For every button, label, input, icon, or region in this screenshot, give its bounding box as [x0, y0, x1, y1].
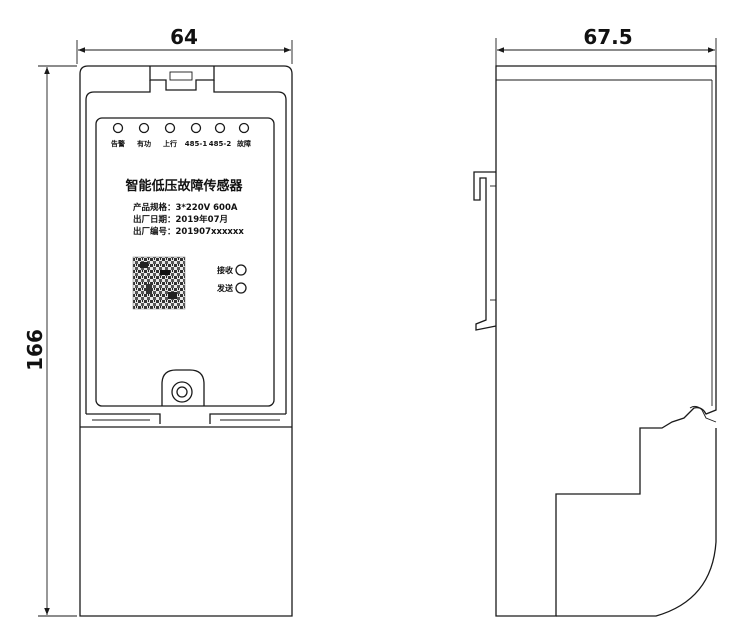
- indicator-led: [190, 122, 202, 134]
- side-profile-outline: [495, 65, 717, 617]
- indicator-led: [238, 122, 250, 134]
- front-view: 64 166: [23, 25, 293, 617]
- indicator-led: [164, 122, 176, 134]
- indicator-label: 有功: [137, 139, 151, 148]
- spec-line: 出厂编号：201907xxxxxx: [133, 226, 244, 237]
- qr-code: [132, 256, 186, 310]
- indicator-row: 告警 有功 上行 485-1 485-2 故障: [111, 122, 251, 148]
- spec-line: 产品规格：3*220V 600A: [133, 202, 238, 213]
- spec-line: 出厂日期：2019年07月: [133, 214, 228, 225]
- height-label: 166: [23, 329, 47, 371]
- device-title: 智能低压故障传感器: [125, 178, 243, 194]
- front-width-dimension: 64: [76, 25, 293, 64]
- indicator-label: 上行: [163, 139, 177, 148]
- indicator-label: 485-2: [209, 140, 232, 148]
- side-depth-label: 67.5: [583, 25, 632, 49]
- label-panel: [95, 117, 275, 407]
- indicator-label: 故障: [237, 139, 251, 148]
- front-top-hook: [149, 66, 215, 91]
- height-dimension: 166: [23, 65, 77, 617]
- front-body-outline: [79, 65, 293, 617]
- din-rail-clip: [473, 171, 497, 331]
- indicator-label: 告警: [111, 139, 125, 148]
- side-rear-curve: [556, 428, 717, 617]
- signal-label: 发送: [216, 283, 234, 293]
- side-view: 67.5: [473, 25, 717, 617]
- signal-label: 接收: [217, 265, 233, 275]
- seal-screw: [161, 369, 205, 406]
- signal-led: [235, 282, 247, 294]
- side-depth-dimension: 67.5: [495, 25, 717, 70]
- signal-led: [235, 264, 247, 276]
- indicator-led: [214, 122, 226, 134]
- indicator-label: 485-1: [185, 140, 208, 148]
- indicator-led: [112, 122, 124, 134]
- indicator-led: [138, 122, 150, 134]
- front-width-label: 64: [170, 25, 198, 49]
